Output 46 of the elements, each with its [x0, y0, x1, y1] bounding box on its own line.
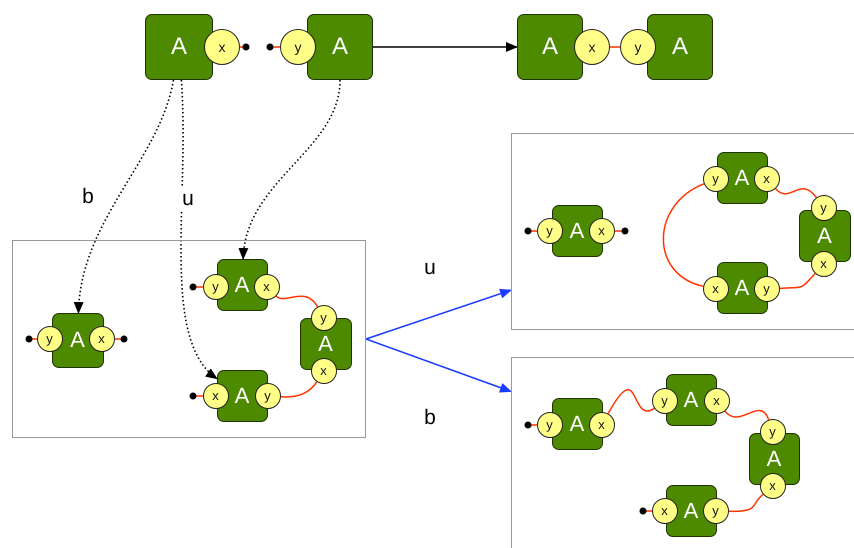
wire: [266, 44, 280, 50]
wire: [775, 188, 817, 198]
arrow: [366, 338, 512, 392]
dotted-arrow: [180, 80, 218, 380]
module-box: A: [517, 14, 583, 80]
module-box: A: [307, 14, 373, 80]
port-circle: y: [280, 29, 316, 65]
panel-frame: [12, 240, 366, 438]
wire: [729, 494, 764, 512]
wire: [780, 273, 816, 290]
wire: [115, 336, 128, 342]
wire: [524, 422, 537, 428]
dotted-arrow: [74, 80, 174, 314]
port-circle: y: [760, 418, 786, 444]
port-circle: y: [810, 194, 836, 220]
wire: [662, 183, 704, 288]
port-circle: y: [702, 166, 728, 192]
port-circle: y: [620, 29, 656, 65]
port-circle: x: [204, 29, 240, 65]
panel-frame: [511, 133, 854, 330]
port-circle: y: [652, 388, 678, 414]
arrow: [366, 288, 512, 340]
wire: [276, 295, 318, 308]
port-circle: y: [536, 218, 562, 244]
wire: [26, 336, 37, 342]
port-circle: y: [310, 304, 336, 330]
wire: [615, 228, 628, 234]
wire: [280, 381, 318, 398]
wire: [190, 392, 203, 400]
wire: [190, 284, 203, 290]
wire: [610, 46, 620, 48]
module-box: A: [145, 14, 213, 80]
port-circle: y: [536, 412, 562, 438]
dotted-arrow: [240, 80, 341, 260]
port-circle: x: [202, 382, 228, 408]
wire: [240, 44, 250, 50]
wire: [524, 228, 537, 234]
port-circle: x: [652, 498, 678, 524]
port-circle: y: [36, 326, 62, 352]
module-box: A: [647, 14, 713, 80]
port-circle: y: [202, 274, 228, 300]
wire: [640, 508, 652, 514]
panel-frame: [511, 357, 854, 548]
arrow: [373, 42, 518, 52]
port-circle: x: [574, 29, 610, 65]
port-circle: x: [702, 276, 728, 302]
